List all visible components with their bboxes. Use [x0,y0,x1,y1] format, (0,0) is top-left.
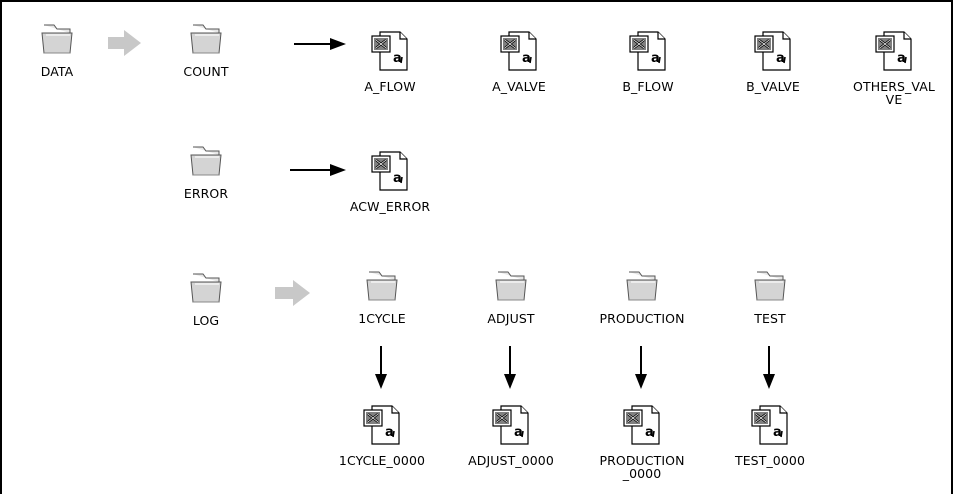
folder-1cycle[interactable]: 1CYCLE [322,268,442,325]
folder-icon [38,21,76,57]
down-arrow-test [763,346,775,389]
folder-data[interactable]: DATA [0,21,117,78]
folder-label: PRODUCTION [599,311,685,326]
folder-label: COUNT [183,64,229,79]
down-arrow-production [635,346,647,389]
black-arrow-count-files-head [330,38,346,50]
file-test-0000[interactable]: TEST_0000 [710,404,830,467]
file-label: ACW_ERROR [349,199,431,214]
file-label: B_FLOW [622,79,674,94]
excel-file-icon [499,30,539,72]
folder-label: LOG [192,313,220,328]
folder-adjust[interactable]: ADJUST [451,268,571,325]
file-b-valve[interactable]: B_VALVE [713,30,833,93]
file-a-flow[interactable]: A_FLOW [330,30,450,93]
folder-icon [187,21,225,57]
folder-error[interactable]: ERROR [146,143,266,200]
black-arrow-error-file-head [330,164,346,176]
file-label: OTHERS_VAL VE [853,79,935,107]
folder-label: ERROR [183,186,229,201]
file-label: ADJUST_0000 [468,453,554,468]
excel-file-icon [874,30,914,72]
folder-count[interactable]: COUNT [146,21,266,78]
down-arrow-adjust [504,346,516,389]
file-label: B_VALVE [746,79,800,94]
excel-file-icon [622,404,662,446]
folder-log[interactable]: LOG [146,270,266,327]
folder-test[interactable]: TEST [710,268,830,325]
file-1cycle-0000[interactable]: 1CYCLE_0000 [322,404,442,467]
folder-label: TEST [754,311,786,326]
folder-icon [187,143,225,179]
file-others-valve[interactable]: OTHERS_VAL VE [834,30,954,106]
file-label: A_FLOW [364,79,416,94]
gray-arrow-data-count [108,30,141,56]
file-label: 1CYCLE_0000 [338,453,426,468]
excel-file-icon [753,30,793,72]
excel-file-icon [370,150,410,192]
file-label: A_VALVE [492,79,546,94]
folder-icon [623,268,661,304]
folder-label: DATA [40,64,74,79]
file-acw-error[interactable]: ACW_ERROR [330,150,450,213]
file-adjust-0000[interactable]: ADJUST_0000 [451,404,571,467]
excel-file-icon [370,30,410,72]
excel-file-icon [491,404,531,446]
file-a-valve[interactable]: A_VALVE [459,30,579,93]
gray-arrow-log-cycle [275,280,310,306]
folder-icon [751,268,789,304]
file-label: TEST_0000 [734,453,806,468]
file-b-flow[interactable]: B_FLOW [588,30,708,93]
excel-file-icon [628,30,668,72]
excel-file-icon [362,404,402,446]
folder-icon [187,270,225,306]
folder-icon [492,268,530,304]
folder-label: ADJUST [487,311,535,326]
excel-file-icon [750,404,790,446]
folder-label: 1CYCLE [358,311,406,326]
file-production-0000[interactable]: PRODUCTION _0000 [582,404,702,480]
folder-icon [363,268,401,304]
file-label: PRODUCTION _0000 [599,453,685,481]
folder-production[interactable]: PRODUCTION [582,268,702,325]
down-arrow-cycle1 [375,346,387,389]
